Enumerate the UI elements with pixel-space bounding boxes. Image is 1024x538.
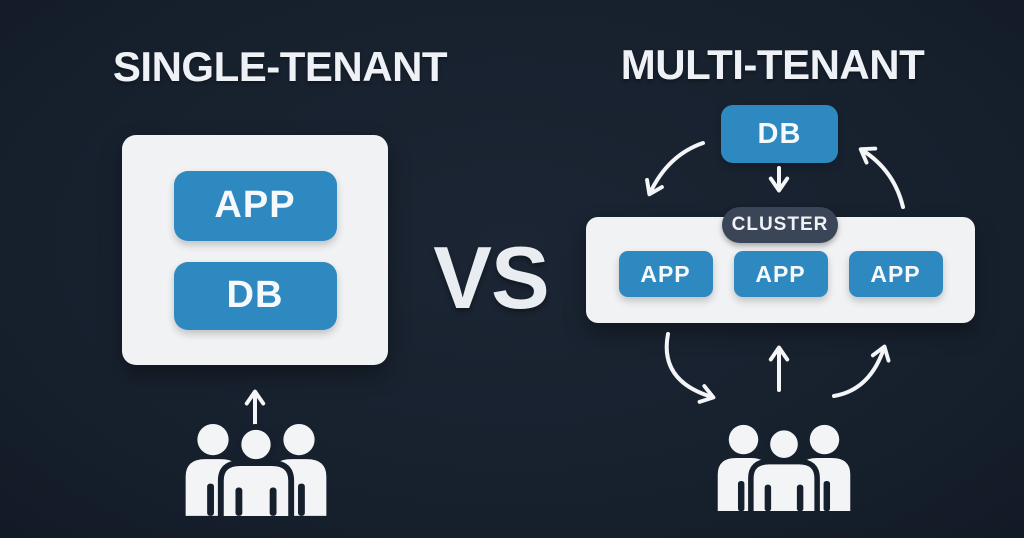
multi-db-box: DB — [721, 105, 838, 163]
multi-app-label-2: APP — [755, 260, 806, 287]
curved-arrow-cluster-to-users-left-icon — [664, 332, 716, 404]
users-group-icon — [717, 424, 851, 512]
vs-label: VS — [433, 228, 549, 327]
single-app-box: APP — [173, 170, 337, 241]
cluster-label: CLUSTER — [731, 214, 829, 235]
cluster-badge: CLUSTER — [722, 207, 838, 243]
single-db-label: DB — [226, 274, 284, 316]
multi-app-box-3: APP — [848, 251, 943, 297]
multi-app-label-3: APP — [870, 260, 921, 287]
single-tenant-title: SINGLE-TENANT — [112, 43, 448, 90]
multi-tenant-title: MULTI-TENANT — [620, 41, 925, 88]
curved-arrow-users-to-cluster-right-icon — [832, 344, 891, 398]
curved-arrow-cluster-to-db-right-icon — [858, 146, 905, 209]
multi-app-box-1: APP — [618, 251, 713, 297]
multi-db-label: DB — [757, 117, 802, 150]
multi-app-label-1: APP — [640, 260, 691, 287]
single-db-box: DB — [173, 261, 337, 330]
users-group-icon — [185, 423, 327, 516]
curved-arrow-db-to-cluster-left-icon — [645, 141, 705, 197]
single-tenant-card: APP DB — [122, 135, 388, 365]
multi-app-box-2: APP — [733, 251, 828, 297]
single-app-label: APP — [214, 184, 296, 226]
